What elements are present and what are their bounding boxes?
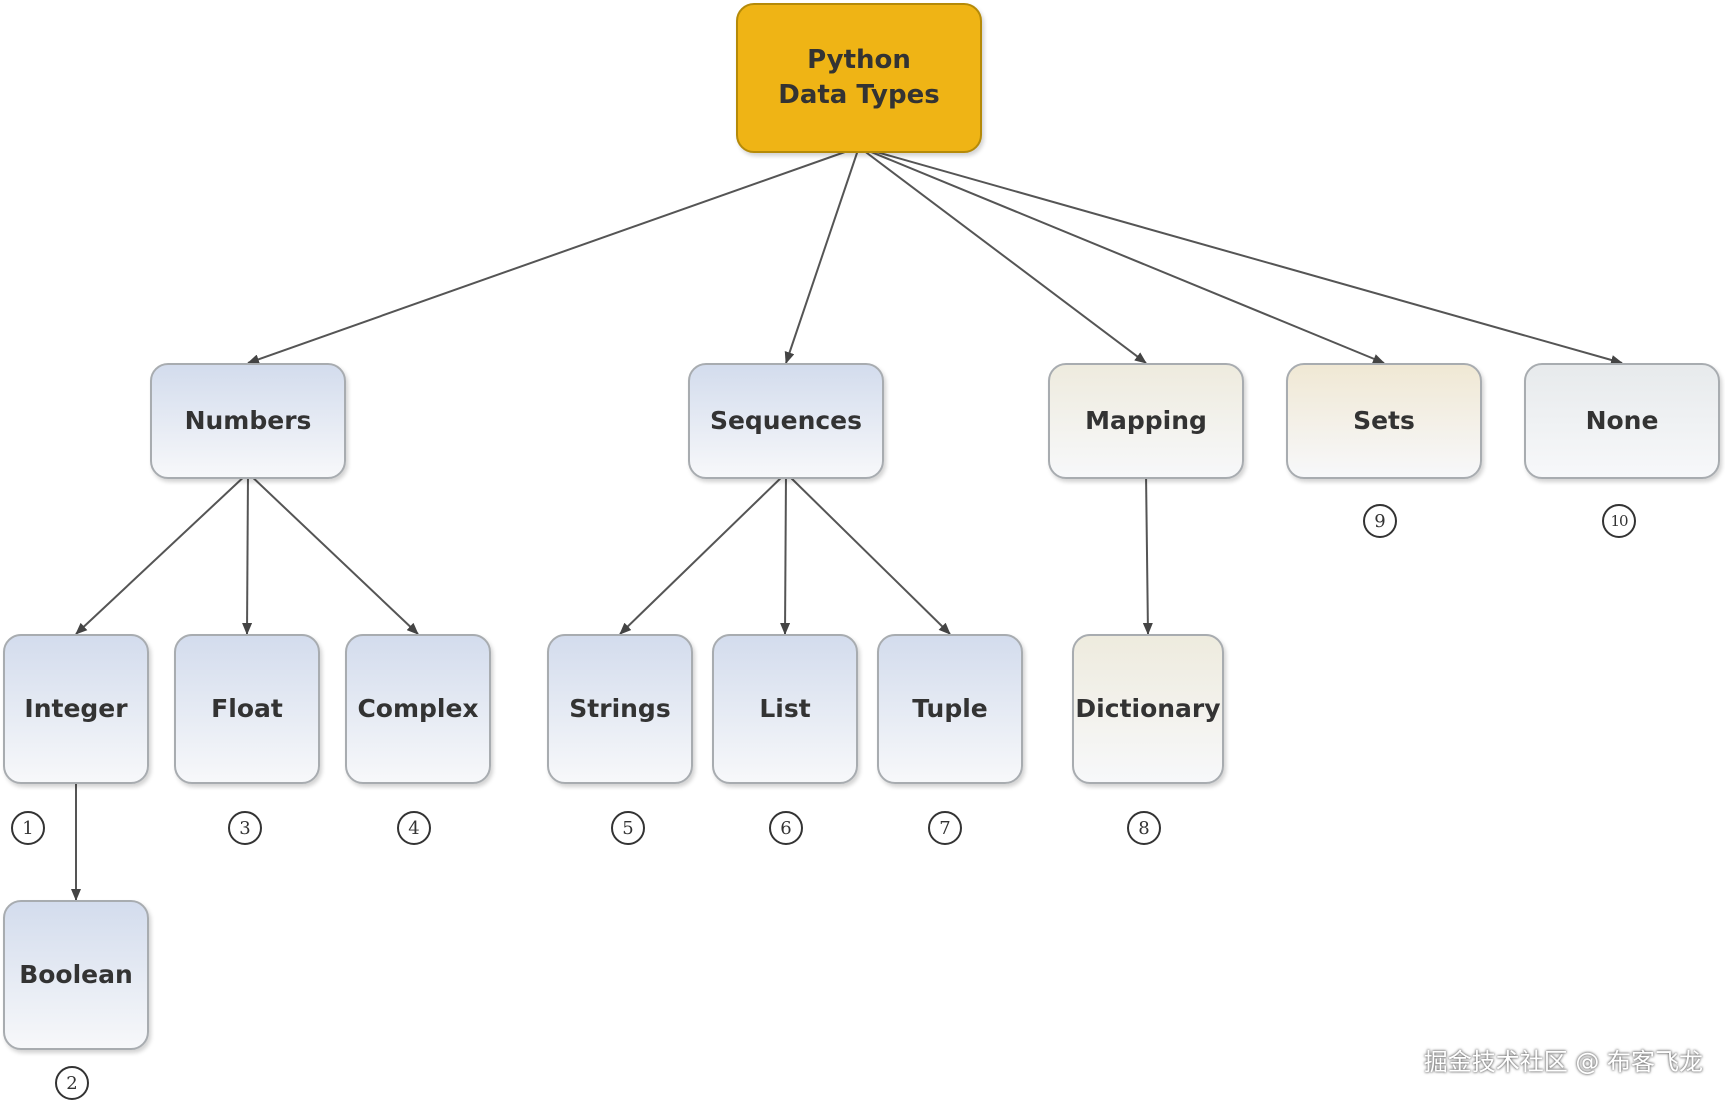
edge-numbers-to-float	[242, 472, 253, 635]
root-node-python-data-types: Python Data Types	[736, 3, 982, 153]
marker-none: 10	[1602, 504, 1636, 538]
edge-sequences-to-tuple	[785, 472, 951, 635]
marker-tuple: 7	[928, 811, 962, 845]
node-list: List	[712, 634, 858, 784]
node-complex: Complex	[345, 634, 491, 784]
edge-root-to-sequences	[784, 146, 860, 364]
edge-numbers-to-complex	[247, 472, 419, 635]
node-float: Float	[174, 634, 320, 784]
node-tuple: Tuple	[877, 634, 1023, 784]
edge-sequences-to-strings	[619, 472, 787, 635]
node-none: None	[1524, 363, 1720, 479]
node-sets: Sets	[1286, 363, 1482, 479]
edge-root-to-numbers	[247, 146, 860, 365]
marker-sets: 9	[1363, 504, 1397, 538]
node-mapping: Mapping	[1048, 363, 1244, 479]
marker-strings: 5	[611, 811, 645, 845]
edge-root-to-none	[858, 146, 1623, 365]
edges-group	[71, 146, 1623, 901]
watermark-text: 掘金技术社区 @ 布客飞龙	[1423, 1048, 1703, 1076]
marker-boolean: 2	[55, 1066, 89, 1100]
marker-list: 6	[769, 811, 803, 845]
edge-sequences-to-list	[780, 472, 791, 635]
node-dictionary: Dictionary	[1072, 634, 1224, 784]
marker-dictionary: 8	[1127, 811, 1161, 845]
edge-numbers-to-integer	[75, 472, 249, 635]
marker-complex: 4	[397, 811, 431, 845]
node-boolean: Boolean	[3, 900, 149, 1050]
node-sequences: Sequences	[688, 363, 884, 479]
marker-float: 3	[228, 811, 262, 845]
edge-root-to-mapping	[858, 146, 1147, 364]
marker-integer: 1	[11, 811, 45, 845]
node-integer: Integer	[3, 634, 149, 784]
edge-root-to-sets	[858, 146, 1385, 364]
node-numbers: Numbers	[150, 363, 346, 479]
edge-mapping-to-dictionary	[1142, 472, 1153, 635]
node-strings: Strings	[547, 634, 693, 784]
